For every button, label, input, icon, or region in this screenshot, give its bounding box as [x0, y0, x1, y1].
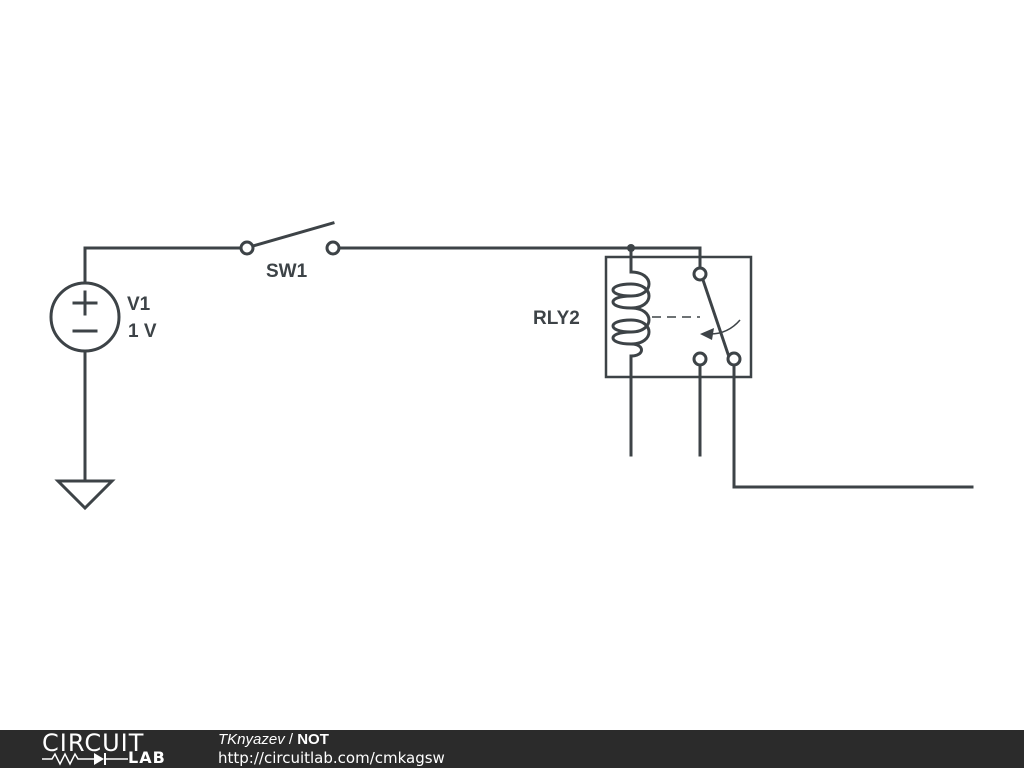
switch-sw1[interactable] — [239, 221, 341, 256]
logo-text-lab: LAB — [128, 748, 166, 767]
relay-rly2[interactable] — [604, 246, 753, 457]
resistor-diode-icon — [42, 752, 128, 766]
circuit-url-link[interactable]: http://circuitlab.com/cmkagsw — [218, 749, 445, 767]
wire-output — [732, 363, 974, 489]
wire-source-to-switch — [83, 246, 242, 285]
footer-bar: CIRCUIT LAB TKnyazev / NOT http://circui… — [0, 730, 1024, 768]
author-name[interactable]: TKnyazev — [218, 731, 285, 748]
byline-separator: / — [288, 731, 294, 748]
circuitlab-logo[interactable]: CIRCUIT LAB — [42, 730, 182, 768]
ground-symbol[interactable] — [54, 479, 116, 511]
switch-lever — [251, 221, 335, 248]
switch-label: SW1 — [266, 261, 308, 282]
relay-arm — [701, 278, 730, 356]
relay-arrow — [709, 319, 741, 335]
source-name-label: V1 — [127, 294, 151, 315]
relay-box — [604, 255, 753, 379]
circuit-diagram: SW1 V1 1 V RLY2 — [49, 221, 974, 511]
source-value-label: 1 V — [128, 321, 157, 342]
circuit-title[interactable]: NOT — [297, 731, 329, 748]
relay-label: RLY2 — [533, 308, 580, 329]
wire-switch-to-relay — [337, 246, 702, 270]
logo-text-circuit: CIRCUIT — [42, 729, 145, 757]
relay-coil — [611, 270, 651, 358]
circuit-info: TKnyazev / NOT http://circuitlab.com/cmk… — [218, 731, 445, 767]
voltage-source-v1[interactable] — [49, 281, 121, 353]
circuit-byline: TKnyazev / NOT — [218, 731, 445, 749]
